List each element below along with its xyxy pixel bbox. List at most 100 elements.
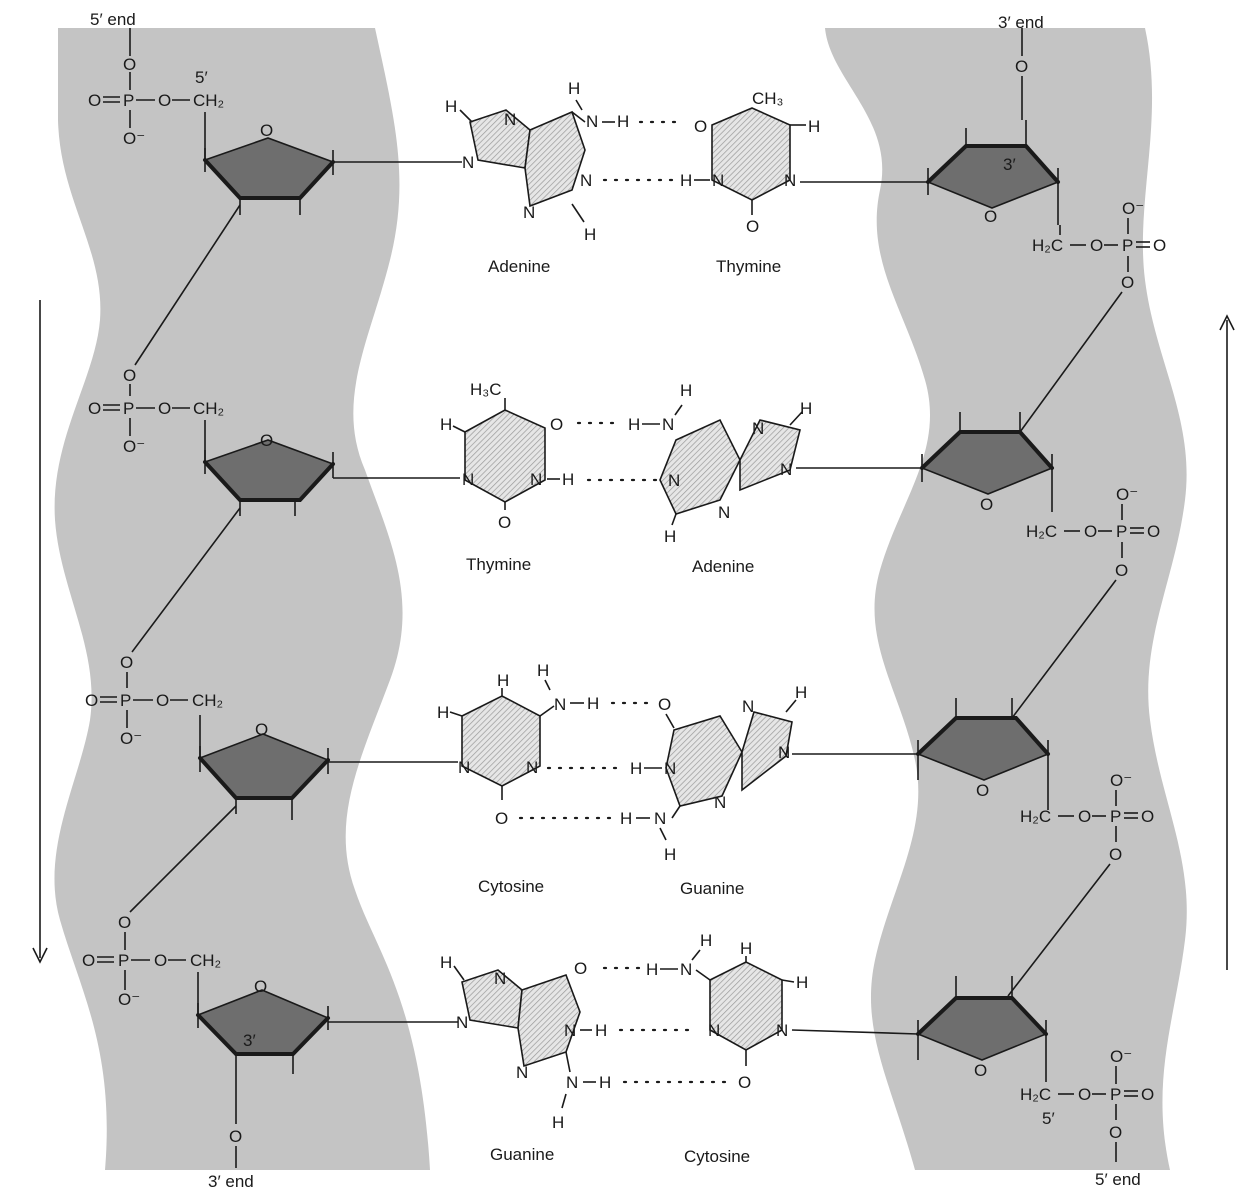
atom-label: H — [680, 171, 692, 190]
atom-label: H₃C — [470, 380, 501, 399]
atom-label: N — [554, 695, 566, 714]
atom-label: O — [123, 366, 136, 385]
atom-label: P — [120, 691, 131, 710]
right-phosphate-1: H₂C O P O O⁻ O — [1032, 199, 1166, 292]
atom-label: CH₂ — [193, 91, 224, 110]
atom-label: N — [566, 1073, 578, 1092]
atom-label: O — [574, 959, 587, 978]
atom-label: N — [462, 470, 474, 489]
atom-label: H — [630, 759, 642, 778]
pair-3-right-label: Guanine — [680, 879, 744, 898]
atom-label: P — [1110, 1085, 1121, 1104]
atom-label: N — [516, 1063, 528, 1082]
three-prime-carbon-label: 3′ — [243, 1031, 256, 1050]
atom-label: N — [680, 960, 692, 979]
atom-label: O — [694, 117, 707, 136]
atom-label: O — [1141, 1085, 1154, 1104]
atom-label: H₂C — [1032, 236, 1063, 255]
atom-label: P — [118, 951, 129, 970]
atom-label: N — [742, 697, 754, 716]
atom-label: N — [530, 470, 542, 489]
atom-label: O⁻ — [123, 129, 145, 148]
atom-label: N — [580, 171, 592, 190]
pair-1-thymine: O H N N O CH₃ H Thymine — [680, 89, 928, 276]
atom-label: H — [599, 1073, 611, 1092]
atom-label: H — [664, 527, 676, 546]
atom-label: O — [82, 951, 95, 970]
right-direction-arrow — [1219, 314, 1235, 970]
atom-label: N — [458, 758, 470, 777]
atom-label: O — [260, 431, 273, 450]
atom-label: O⁻ — [1110, 1047, 1132, 1066]
atom-label: O — [498, 513, 511, 532]
atom-label: O — [550, 415, 563, 434]
atom-label: H — [595, 1021, 607, 1040]
right-top-end-label: 3′ end — [998, 13, 1044, 32]
atom-label: H — [628, 415, 640, 434]
atom-label: N — [664, 759, 676, 778]
left-terminal-oxygen: O — [123, 55, 136, 74]
atom-label: H — [445, 97, 457, 116]
atom-label: O — [1109, 1123, 1122, 1142]
atom-label: O — [88, 399, 101, 418]
atom-label: O — [260, 121, 273, 140]
atom-label: H — [617, 112, 629, 131]
atom-label: O — [1078, 807, 1091, 826]
atom-label: H — [646, 960, 658, 979]
pair-2-right-label: Adenine — [692, 557, 754, 576]
atom-label: H — [795, 683, 807, 702]
right-phosphate-4: H₂C 5′ O P O O⁻ O — [1020, 1047, 1154, 1162]
atom-label: H — [680, 381, 692, 400]
atom-label: O — [88, 91, 101, 110]
left-sugar-3: O — [198, 715, 330, 820]
left-backbone-band — [54, 28, 431, 1170]
atom-label: H — [437, 703, 449, 722]
atom-label: N — [523, 203, 535, 222]
atom-label: H — [800, 399, 812, 418]
atom-label: H — [587, 694, 599, 713]
left-sugar-4: O 3′ — [196, 972, 330, 1124]
pair-4-right-label: Cytosine — [684, 1147, 750, 1166]
atom-label: N — [564, 1021, 576, 1040]
left-terminal-oxygen-bottom: O — [229, 1127, 242, 1146]
atom-label: O — [1141, 807, 1154, 826]
atom-label: N — [776, 1021, 788, 1040]
atom-label: N — [504, 110, 516, 129]
atom-label: O — [984, 207, 997, 226]
left-top-end-label: 5′ end — [90, 10, 136, 29]
right-bottom-end-label: 5′ end — [1095, 1170, 1141, 1189]
atom-label: O — [980, 495, 993, 514]
atom-label: O — [976, 781, 989, 800]
five-prime-carbon-label: 5′ — [195, 68, 208, 87]
atom-label: O⁻ — [1122, 199, 1144, 218]
atom-label: O — [658, 695, 671, 714]
atom-label: H — [568, 79, 580, 98]
atom-label: H — [552, 1113, 564, 1132]
pair-1-left-label: Adenine — [488, 257, 550, 276]
atom-label: N — [784, 171, 796, 190]
atom-label: N — [712, 171, 724, 190]
left-phosphate-2: O P O CH₂ O⁻ — [88, 384, 224, 456]
pair-1-right-label: Thymine — [716, 257, 781, 276]
left-sugar-2: O — [203, 420, 335, 516]
atom-label: N — [708, 1021, 720, 1040]
pair-3-cytosine: N N H H N H H O Cytosine — [328, 661, 599, 896]
atom-label: O — [746, 217, 759, 236]
left-phosphate-3: O P O CH₂ O⁻ — [85, 672, 223, 748]
atom-label: N — [714, 793, 726, 812]
atom-label: O — [1147, 522, 1160, 541]
atom-label: H — [700, 931, 712, 950]
atom-label: O — [1078, 1085, 1091, 1104]
atom-label: O — [158, 91, 171, 110]
pair-4-left-label: Guanine — [490, 1145, 554, 1164]
pair-3-left-label: Cytosine — [478, 877, 544, 896]
right-sugar-1: O 3′ — [926, 120, 1060, 226]
atom-label: H — [440, 953, 452, 972]
atom-label: O⁻ — [118, 990, 140, 1009]
pair-4-cytosine: H N H N N H H O Cytosine — [646, 931, 919, 1166]
atom-label: O — [1109, 845, 1122, 864]
atom-label: O — [158, 399, 171, 418]
atom-label: O — [1090, 236, 1103, 255]
right-sugar-2: O — [920, 412, 1054, 514]
